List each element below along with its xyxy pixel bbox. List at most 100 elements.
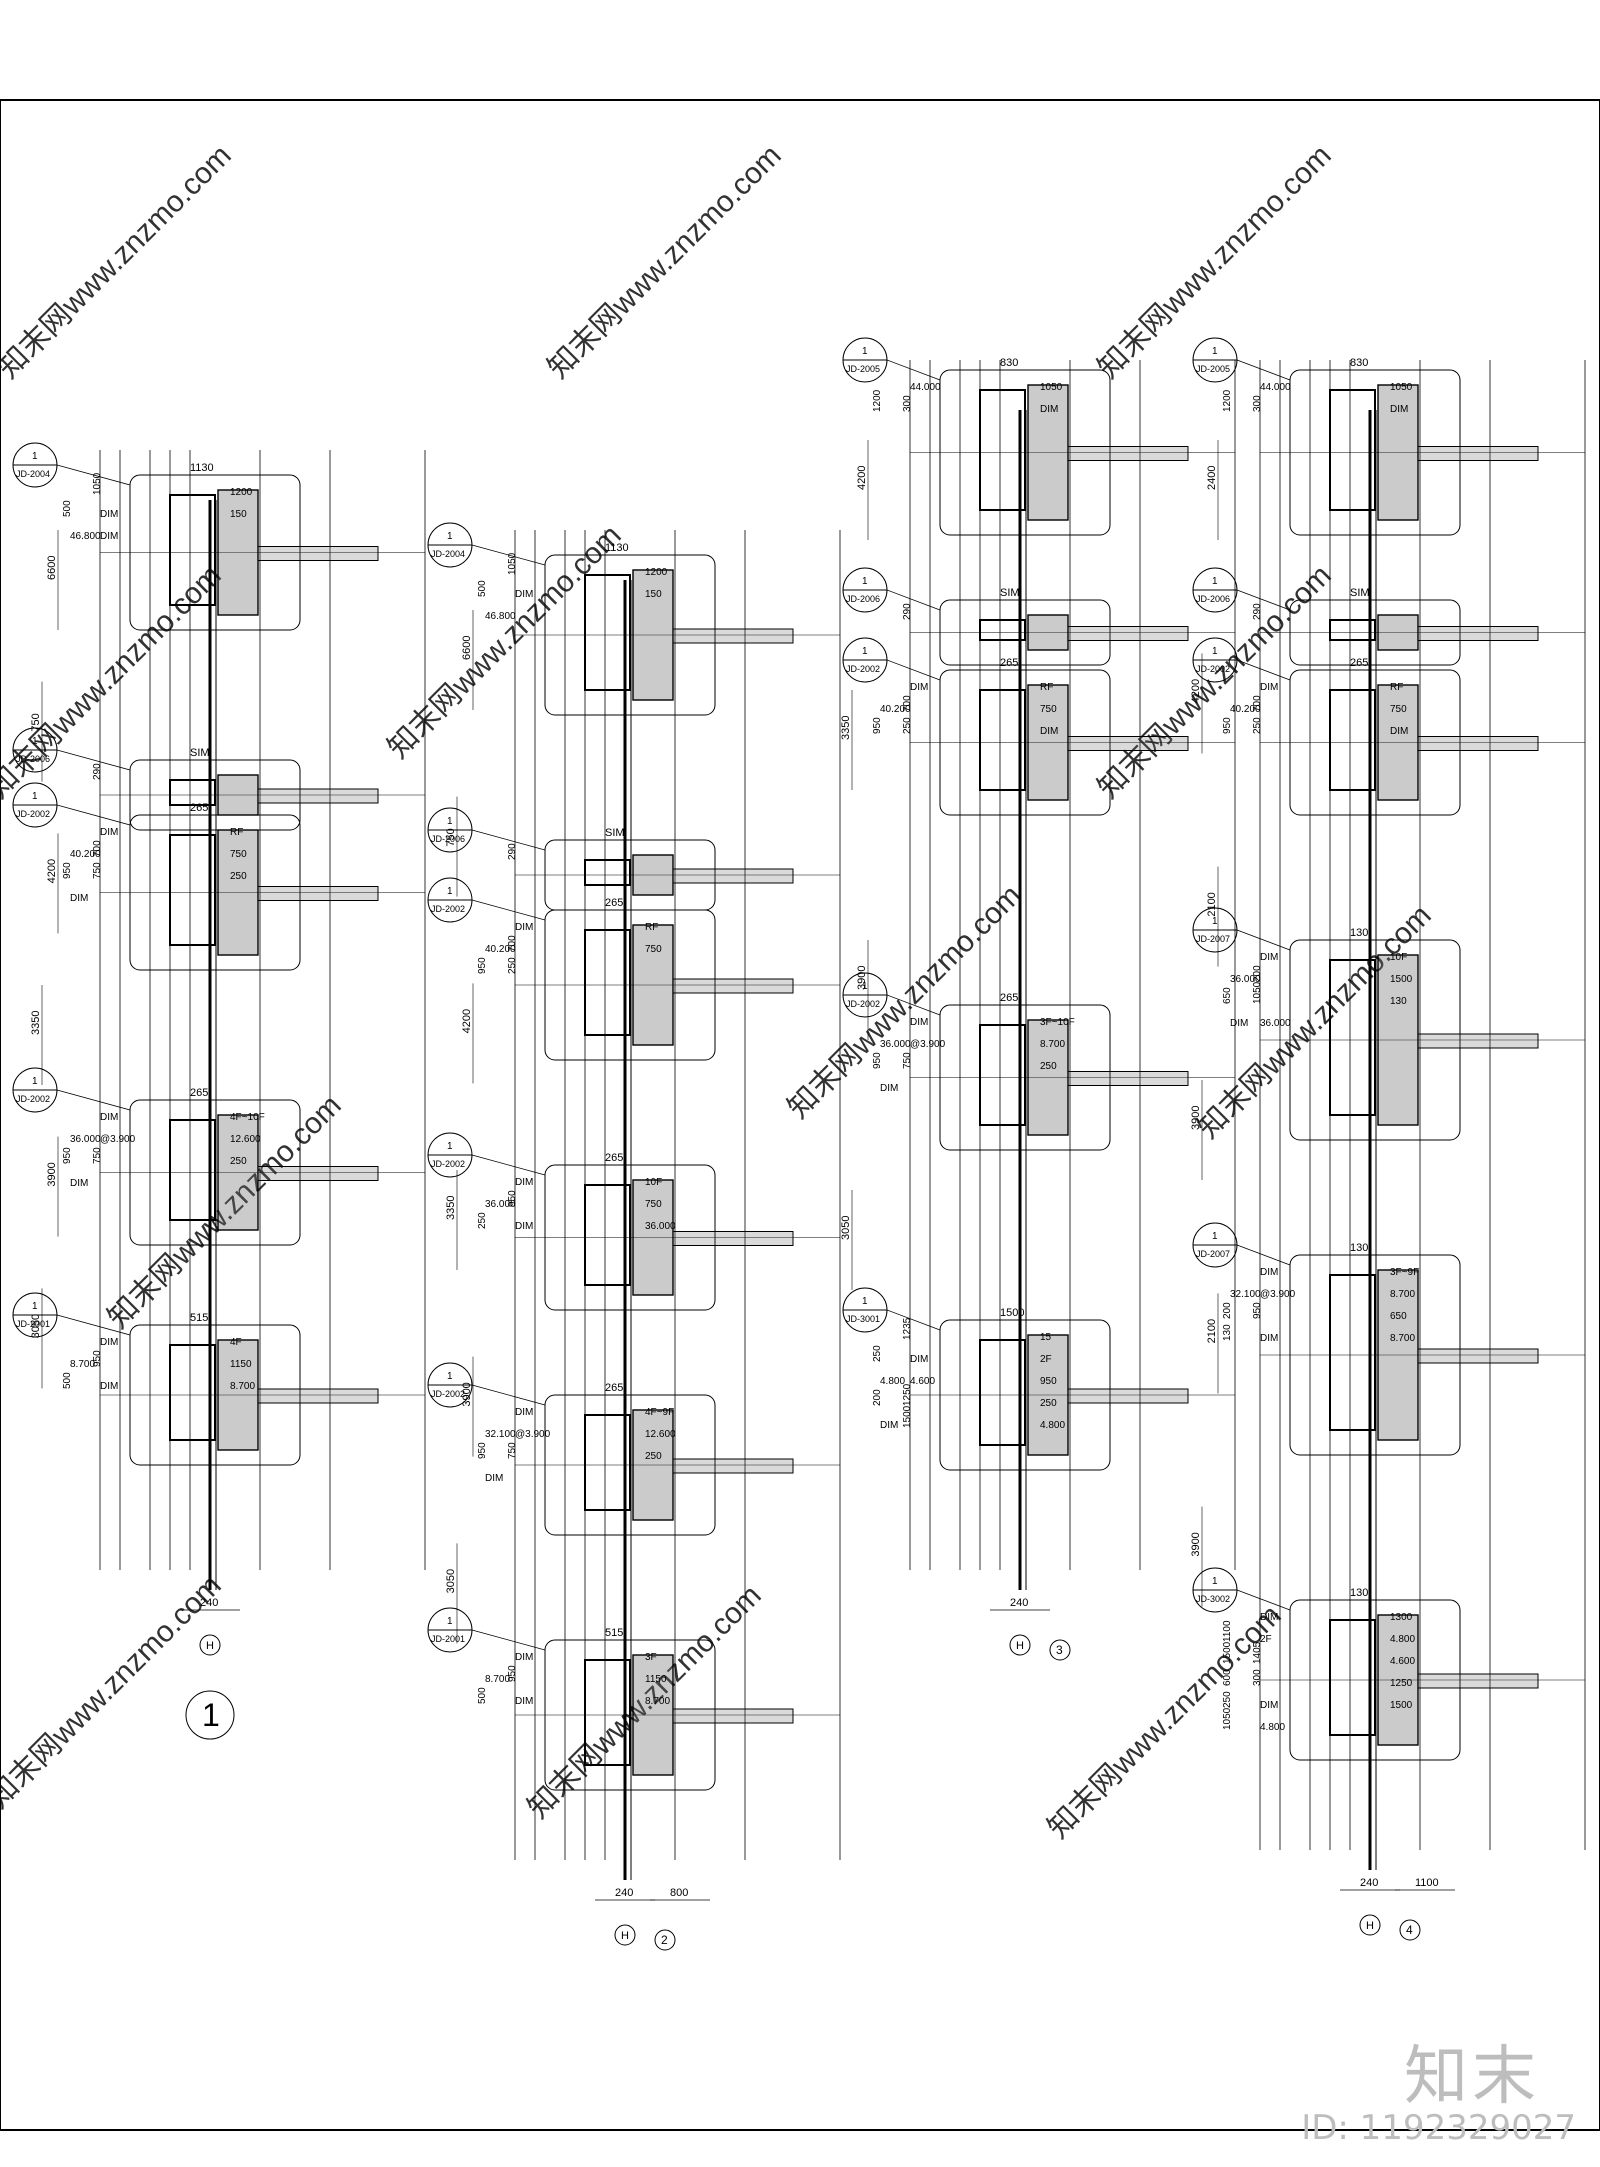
dimension-label: 1200 xyxy=(1222,389,1233,412)
detail-number: 1 xyxy=(447,1616,453,1627)
dimension-label: 700 xyxy=(507,935,518,952)
dimension-label: 4200 xyxy=(46,859,58,883)
dimension-label: 250 xyxy=(1040,1398,1057,1409)
dimension-label: 4200 xyxy=(461,1009,473,1033)
dimension-label: 1500 xyxy=(1000,1307,1024,1319)
detail-tag: JD-2002 xyxy=(16,1094,50,1104)
dimension-label: 240 xyxy=(1010,1597,1028,1609)
dimension-label: DIM xyxy=(100,827,118,838)
dimension-label: 4.800 xyxy=(880,1376,905,1387)
dimension-label: 300 xyxy=(1252,1669,1263,1686)
concrete-block xyxy=(217,829,259,956)
dimension-label: 830 xyxy=(1000,357,1018,369)
concrete-block xyxy=(217,1339,259,1451)
floor-slab xyxy=(257,886,379,901)
detail-callout-box xyxy=(544,1639,716,1791)
dimension-label: 150 xyxy=(645,589,662,600)
section-label: 4 xyxy=(1406,1923,1413,1937)
dimension-label: 1200 xyxy=(230,487,253,498)
dimension-label: 800 xyxy=(670,1887,688,1899)
axis-bubble xyxy=(1009,1634,1031,1656)
dimension-label: DIM xyxy=(1390,726,1408,737)
detail-tag: JD-2006 xyxy=(16,754,50,764)
window-frame xyxy=(979,1339,1026,1446)
detail-callout-box xyxy=(939,1319,1111,1471)
dimension-label: 12.600 xyxy=(645,1429,676,1440)
dimension-label: 1150 xyxy=(645,1674,667,1685)
concrete-block xyxy=(632,569,674,701)
floor-slab xyxy=(1067,1388,1189,1404)
dimension-label: DIM xyxy=(515,1652,533,1663)
dimension-label: DIM xyxy=(1040,404,1058,415)
dimension-label: 3350 xyxy=(30,1011,42,1035)
concrete-block xyxy=(632,1409,674,1521)
detail-leader xyxy=(471,544,546,566)
dimension-label: 3900 xyxy=(461,1382,473,1406)
dimension-label: 750 xyxy=(507,1442,518,1459)
dimension-label: DIM xyxy=(515,1221,533,1232)
floor-slab xyxy=(1417,1348,1539,1364)
detail-tag: JD-2002 xyxy=(431,904,465,914)
dimension-label: 290 xyxy=(507,843,518,860)
concrete-block xyxy=(632,1654,674,1776)
dimension-label: 950 xyxy=(872,1052,883,1069)
dimension-label: 250 xyxy=(230,871,247,882)
section-label-circle xyxy=(1399,1919,1421,1941)
dimension-label: RF xyxy=(645,922,658,933)
floor-slab xyxy=(257,1388,379,1404)
dimension-label: DIM xyxy=(70,893,88,904)
dimension-label: DIM xyxy=(1260,1333,1278,1344)
window-frame xyxy=(584,1184,631,1286)
detail-leader xyxy=(1236,589,1291,611)
dimension-label: 950 xyxy=(1222,717,1233,734)
window-frame xyxy=(169,779,216,806)
axis-bubble xyxy=(614,1924,636,1946)
dimension-label: 4.800 xyxy=(1040,1420,1065,1431)
dimension-label: DIM xyxy=(100,1381,118,1392)
floor-slab xyxy=(1417,446,1539,461)
detail-callout-box xyxy=(544,1394,716,1536)
dimension-label: 265 xyxy=(1000,657,1018,669)
dimension-label: 8.700 xyxy=(1040,1039,1065,1050)
dimension-label: 265 xyxy=(605,1152,623,1164)
dimension-label: 1250 xyxy=(902,1383,913,1406)
window-frame xyxy=(169,1344,216,1441)
dimension-label: 290 xyxy=(902,603,913,620)
dimension-label: 2F xyxy=(1260,1634,1272,1645)
detail-leader xyxy=(886,589,941,611)
floor-slab xyxy=(672,628,794,644)
concrete-block xyxy=(632,1179,674,1296)
dimension-label: 240 xyxy=(615,1887,633,1899)
detail-callout-box xyxy=(129,474,301,631)
dimension-label: 650 xyxy=(1390,1311,1407,1322)
concrete-block xyxy=(1027,614,1069,651)
concrete-block xyxy=(217,489,259,616)
detail-number: 1 xyxy=(447,886,453,897)
concrete-block xyxy=(1027,1019,1069,1136)
dimension-label: 515 xyxy=(605,1627,623,1639)
section-label-circle xyxy=(185,1690,235,1740)
dimension-label: 1100 xyxy=(1222,1620,1233,1642)
detail-leader xyxy=(471,899,546,921)
dimension-label: 1050 xyxy=(1252,981,1263,1004)
dimension-label: 265 xyxy=(1000,992,1018,1004)
detail-leader xyxy=(471,1384,546,1406)
dimension-label: DIM xyxy=(910,682,928,693)
dimension-label: 4.800 xyxy=(1260,1722,1285,1733)
detail-leader xyxy=(1236,359,1291,381)
dimension-label: 6600 xyxy=(46,556,58,580)
window-frame xyxy=(169,494,216,606)
dimension-label: 3F xyxy=(645,1652,657,1663)
detail-tag: JD-2004 xyxy=(431,549,465,559)
dimension-label: DIM xyxy=(515,922,533,933)
detail-number: 1 xyxy=(447,531,453,542)
dimension-label: 290 xyxy=(92,763,103,780)
concrete-block xyxy=(1027,1334,1069,1456)
dimension-label: 3350 xyxy=(445,1196,457,1220)
detail-leader xyxy=(886,1309,941,1331)
watermark: 知末网www.znzmo.com xyxy=(0,559,228,805)
dimension-label: 830 xyxy=(1350,357,1368,369)
dimension-label: DIM xyxy=(910,1017,928,1028)
dimension-label: DIM xyxy=(1260,682,1278,693)
floor-slab xyxy=(672,1231,794,1246)
